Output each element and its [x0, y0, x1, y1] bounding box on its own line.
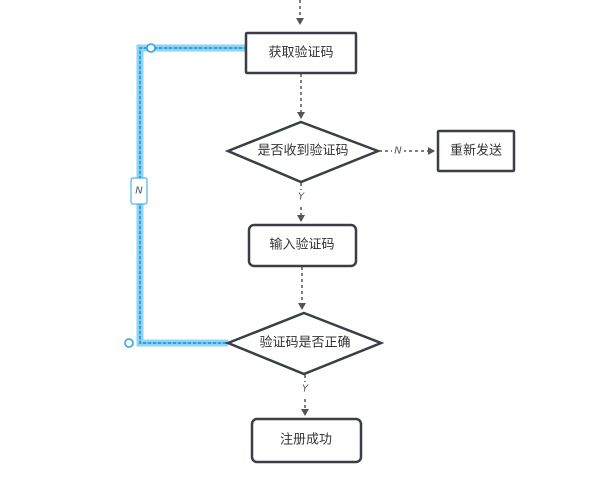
- node-input-code-label: 输入验证码: [269, 237, 334, 253]
- node-input-code[interactable]: 输入验证码: [247, 223, 358, 268]
- node-correct-question[interactable]: 验证码是否正确: [224, 311, 385, 376]
- node-correct-question-label: 验证码是否正确: [259, 335, 350, 351]
- edge-label-received-no: N: [394, 146, 402, 157]
- node-resend-label: 重新发送: [450, 143, 502, 159]
- edge-label-correct-yes: Y: [302, 384, 309, 395]
- node-success[interactable]: 注册成功: [250, 417, 363, 464]
- edge-label-received-yes: Y: [298, 192, 305, 203]
- loop-label-no: N: [135, 186, 143, 197]
- edge-label-bg: [299, 382, 311, 396]
- connector-handle-bottom[interactable]: [124, 338, 134, 348]
- connector-handle-top[interactable]: [146, 43, 156, 53]
- loop-label-box: [130, 177, 148, 205]
- edge-label-bg: [295, 190, 307, 204]
- node-get-code[interactable]: 获取验证码: [244, 31, 358, 75]
- node-received-question[interactable]: 是否收到验证码: [224, 120, 382, 184]
- edge-label-bg: [392, 144, 404, 158]
- node-resend[interactable]: 重新发送: [436, 129, 516, 173]
- node-success-label: 注册成功: [280, 433, 332, 448]
- loop-connector-no[interactable]: N: [124, 43, 246, 348]
- node-get-code-label: 获取验证码: [268, 45, 333, 61]
- node-received-question-label: 是否收到验证码: [257, 143, 348, 159]
